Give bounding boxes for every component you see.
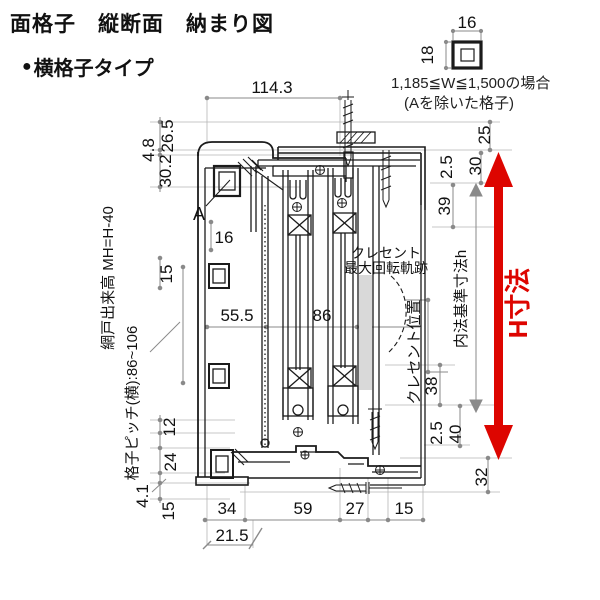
- dim-55-5: 55.5: [220, 306, 253, 325]
- dim-top-width: 114.3: [251, 78, 292, 97]
- part-a-label: A: [193, 204, 205, 224]
- inner-reference-label: 内法基準寸法h: [453, 250, 470, 348]
- dim-profile-18: 18: [418, 46, 437, 65]
- dim-12: 12: [160, 418, 179, 437]
- window-section-art: [195, 90, 426, 494]
- dim-32: 32: [472, 468, 491, 487]
- dim-15-bottom: 15: [395, 499, 414, 518]
- annotation-labels: A クレセント 最大回転軌跡 クレセント位置 内法基準寸法h H寸法 網戸出来高…: [100, 204, 533, 480]
- h-dimension-arrow: [484, 152, 513, 460]
- bullet-icon: ●: [22, 57, 32, 75]
- crescent-trajectory-label-1: クレセント: [351, 245, 421, 261]
- dim-15-lower: 15: [159, 502, 178, 521]
- dim-2-5-top: 2.5: [437, 155, 456, 179]
- dim-39: 39: [435, 197, 454, 216]
- screen-door-height-label: 網戸出来高 MH=H-40: [100, 206, 117, 350]
- page-title: 面格子 縦断面 納まり図: [10, 13, 274, 36]
- dim-4-8: 4.8: [139, 138, 158, 162]
- crescent-position-label: クレセント位置: [406, 299, 423, 404]
- profile-note-line2: (Aを除いた格子): [404, 95, 514, 112]
- dim-27: 27: [346, 499, 365, 518]
- dim-15-upper: 15: [157, 265, 176, 284]
- dim-59: 59: [294, 499, 313, 518]
- dim-26-5: 26.5: [158, 119, 177, 152]
- dim-30-2: 30.2: [156, 154, 175, 187]
- dim-40: 40: [446, 425, 465, 444]
- dim-30: 30: [466, 157, 485, 176]
- screw-icon: [368, 408, 382, 451]
- dim-4-1: 4.1: [133, 484, 152, 508]
- screw-icon: [342, 90, 354, 168]
- h-dimension-label: H寸法: [503, 268, 533, 339]
- dim-38: 38: [422, 377, 441, 396]
- screw-head-icon: [292, 165, 385, 475]
- dim-profile-16: 16: [458, 13, 477, 32]
- crescent-trajectory-label-2: 最大回転軌跡: [344, 260, 428, 276]
- screw-icon: [327, 482, 402, 494]
- dim-21-5: 21.5: [215, 526, 248, 545]
- dim-25: 25: [475, 126, 494, 145]
- dim-16: 16: [215, 228, 234, 247]
- section-label: 横格子タイプ: [33, 58, 154, 80]
- dimension-labels: 114.3 26.5 4.8 30.2 16 15 55.5 86 12 24 …: [133, 13, 494, 545]
- dim-24: 24: [161, 453, 180, 472]
- dim-86: 86: [313, 306, 332, 325]
- section-heading: ● 横格子タイプ: [22, 52, 154, 81]
- construction-lines: [150, 98, 512, 548]
- lattice-profile-detail: [443, 28, 484, 71]
- screw-icon: [379, 146, 393, 209]
- lattice-pitch-label: 格子ピッチ(横):86~106: [124, 326, 141, 481]
- dim-34: 34: [218, 499, 237, 518]
- profile-note-line1: 1,185≦W≦1,500の場合: [391, 75, 551, 92]
- dim-2-5-bottom: 2.5: [427, 421, 446, 445]
- dimension-lines: [149, 95, 493, 550]
